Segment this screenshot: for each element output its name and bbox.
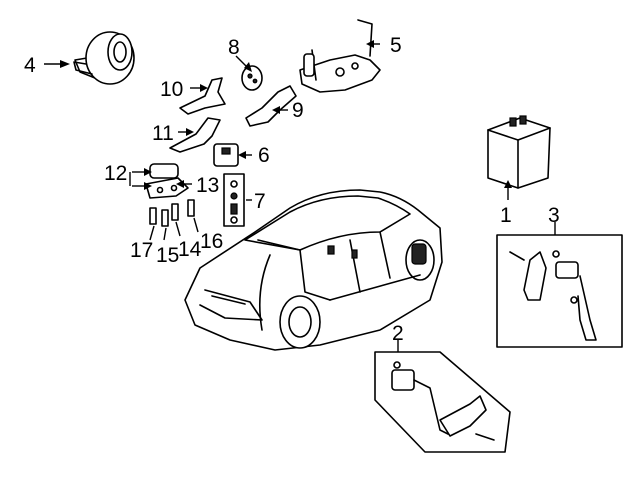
callout-6: 6: [258, 144, 270, 167]
part-7-hardware-set: [223, 173, 245, 227]
part-4-housing: [73, 31, 135, 85]
part-13-bracket: [145, 177, 189, 199]
callout-7: 7: [254, 190, 266, 213]
vehicle-illustration: [184, 189, 443, 351]
callout-9: 9: [292, 99, 304, 122]
callout-13: 13: [196, 174, 219, 197]
callout-15: 15: [156, 244, 179, 267]
callout-1: 1: [500, 204, 512, 227]
part-3-kit: [496, 234, 623, 348]
callout-17: 17: [130, 239, 153, 262]
part-6-sensor: [213, 143, 239, 167]
callout-4: 4: [24, 54, 36, 77]
leader-lines: [44, 40, 556, 352]
callout-8: 8: [228, 36, 240, 59]
part-10-arm: [179, 77, 226, 115]
part-2-kit: [374, 351, 511, 453]
part-12-module: [149, 163, 179, 179]
callout-3: 3: [548, 204, 560, 227]
callout-12: 12: [104, 162, 127, 185]
callout-11: 11: [152, 122, 174, 145]
fasteners-14-17: [149, 199, 195, 227]
callout-5: 5: [390, 34, 402, 57]
part-5-bracket: [299, 19, 381, 93]
callout-2: 2: [392, 322, 404, 345]
part-11-bracket: [169, 117, 221, 153]
callout-labels: 4 5 8 10 9 11 6 7 12 13 17 15 14 16 1 3 …: [24, 34, 560, 345]
sensor-mark-front: [327, 245, 335, 255]
part-1-control-module: [487, 115, 551, 189]
callout-14: 14: [178, 238, 202, 261]
part-8-disc: [241, 65, 263, 91]
sensor-mark-rear: [411, 243, 427, 265]
callout-16: 16: [200, 230, 223, 253]
part-9-linkage: [245, 85, 297, 127]
callout-10: 10: [160, 78, 183, 101]
